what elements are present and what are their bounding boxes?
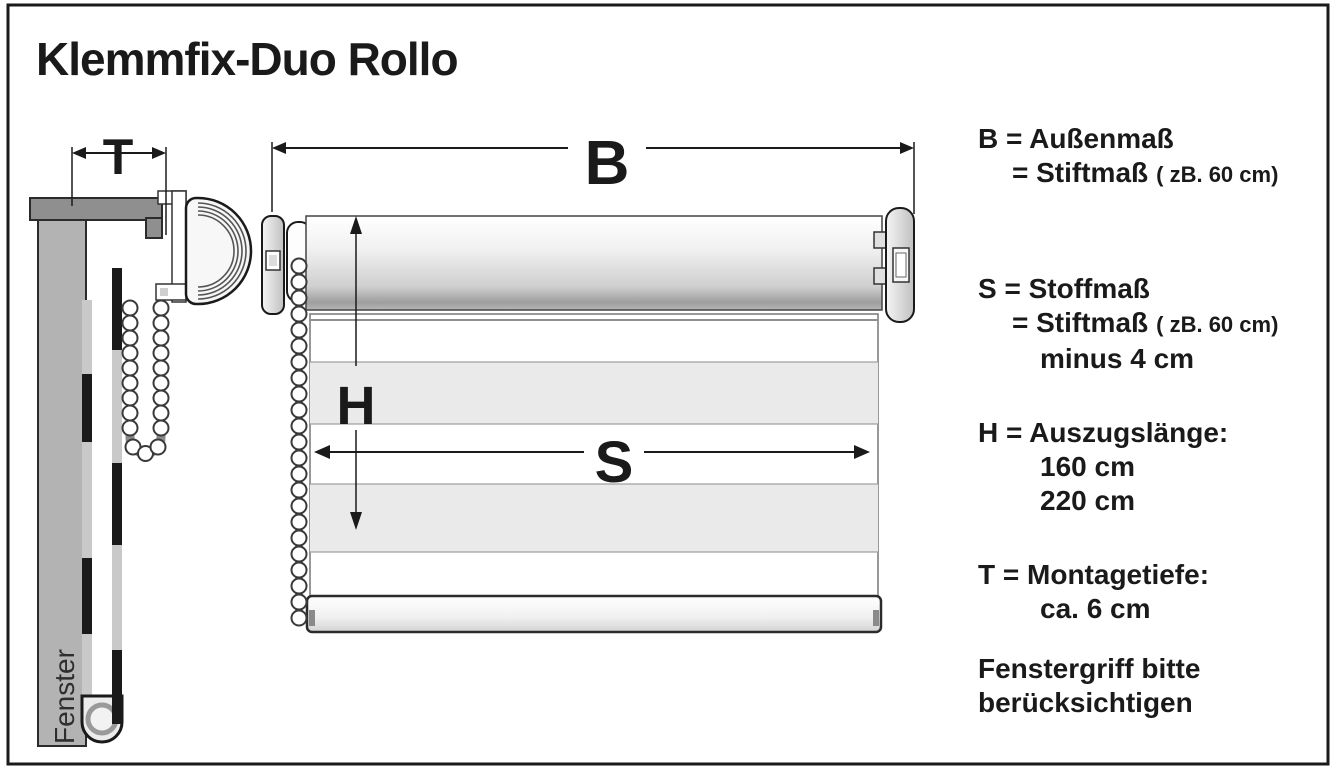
- legend-s-line2-note: ( zB. 60 cm): [1156, 312, 1279, 337]
- legend-block-s: S = Stoffmaß = Stiftmaß( zB. 60 cm) minu…: [978, 272, 1330, 376]
- legend-h-line1: H = Auszugslänge:: [978, 417, 1229, 448]
- right-end-cap: [873, 207, 915, 323]
- legend-b-line2: = Stiftmaß( zB. 60 cm): [1012, 157, 1279, 188]
- chain-loop: [121, 299, 170, 462]
- legend-b-line2-note: ( zB. 60 cm): [1156, 162, 1279, 187]
- fenster-label: Fenster: [49, 649, 80, 744]
- fabric-strips-side: [82, 268, 122, 698]
- fabric-panel: [309, 313, 879, 597]
- clamp-bracket: [155, 190, 187, 303]
- front-view-diagram: B: [261, 129, 915, 634]
- side-view-diagram: Fenster T: [29, 129, 253, 747]
- h-dimension-letter: H: [337, 376, 376, 436]
- page-border: [6, 3, 1330, 766]
- s-dimension: S: [314, 430, 870, 495]
- legend-h-line3: 220 cm: [1040, 485, 1135, 516]
- legend-s-line2: = Stiftmaß( zB. 60 cm): [1012, 307, 1279, 338]
- bottom-rail-front: [305, 594, 883, 634]
- gray-band-2: [310, 484, 878, 552]
- legend-note: Fenstergriff bitte berücksichtigen: [978, 652, 1330, 720]
- s-dimension-letter: S: [595, 430, 634, 495]
- legend-t-line1: T = Montagetiefe:: [978, 559, 1210, 590]
- chain-front: [290, 257, 308, 627]
- legend-block-h: H = Auszugslänge: 160 cm 220 cm: [978, 416, 1330, 518]
- legend-s-line1: S = Stoffmaß: [978, 273, 1150, 304]
- fabric-roll: [184, 196, 253, 306]
- legend-note-line1: Fenstergriff bitte: [978, 653, 1201, 684]
- dimension-legend: B = Außenmaß = Stiftmaß( zB. 60 cm) S = …: [978, 122, 1330, 720]
- legend-block-t: T = Montagetiefe: ca. 6 cm: [978, 558, 1330, 626]
- gray-band-1: [310, 362, 878, 424]
- t-dimension-letter: T: [103, 129, 134, 185]
- legend-b-line1: B = Außenmaß: [978, 123, 1174, 154]
- window-frame: [29, 197, 163, 747]
- t-dimension: T: [71, 129, 167, 235]
- legend-note-line2: berücksichtigen: [978, 687, 1193, 718]
- roller-tube: [305, 215, 883, 311]
- b-dimension-letter: B: [585, 129, 630, 198]
- bottom-rail-side: [80, 650, 124, 744]
- b-dimension: B: [271, 129, 915, 214]
- h-dimension: H: [337, 216, 376, 530]
- legend-t-line2: ca. 6 cm: [1040, 593, 1151, 624]
- legend-s-line3: minus 4 cm: [1040, 343, 1195, 374]
- legend-block-b: B = Außenmaß = Stiftmaß( zB. 60 cm): [978, 122, 1330, 192]
- legend-h-line2: 160 cm: [1040, 451, 1135, 482]
- page-title: Klemmfix-Duo Rollo: [36, 33, 459, 85]
